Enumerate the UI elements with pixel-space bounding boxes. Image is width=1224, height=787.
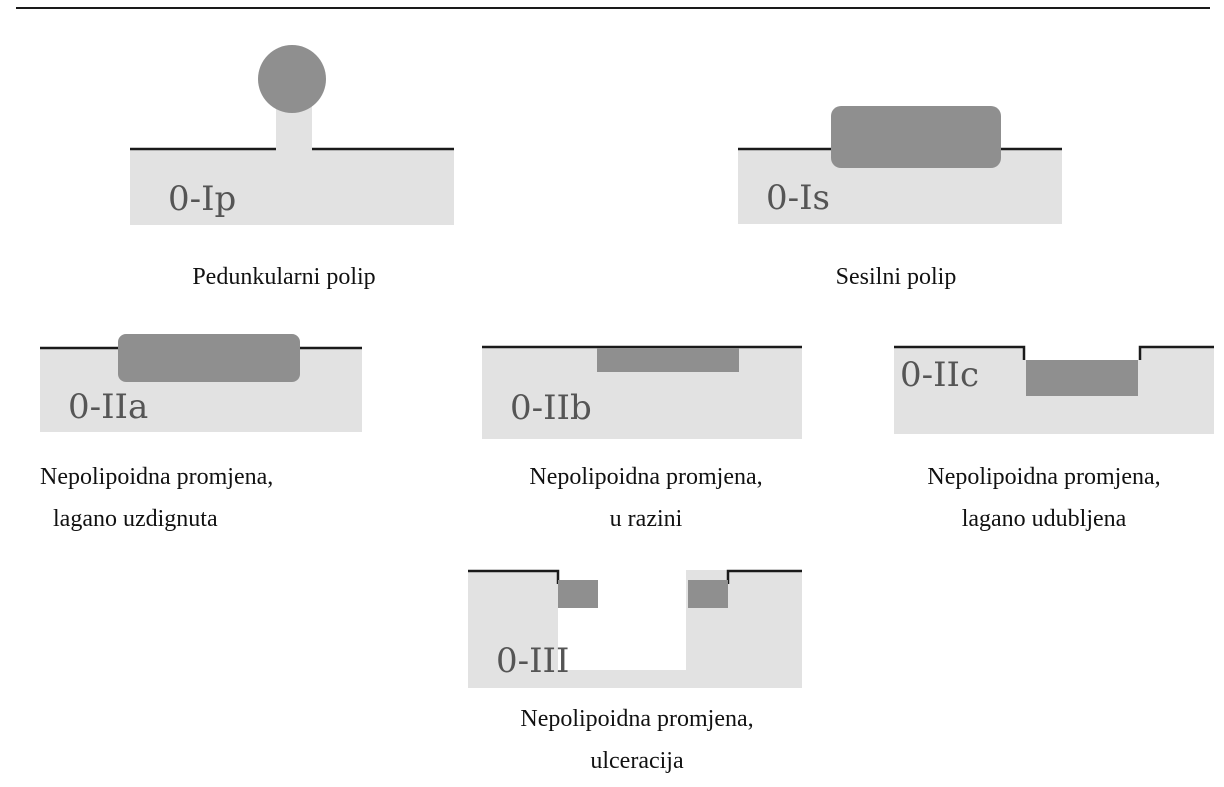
mucosa-line <box>726 569 802 584</box>
type-code: 0-IIa <box>68 387 148 427</box>
figure-0-iib: 0-IIb <box>482 344 812 439</box>
ulcer-edge-lesion <box>558 580 598 608</box>
figure-0-ip: 0-Ip <box>130 40 460 225</box>
flat-lesion <box>597 348 739 372</box>
caption-0-is: Sesilni polip <box>836 256 957 298</box>
type-code: 0-IIc <box>900 355 979 395</box>
tissue-block <box>130 148 454 225</box>
ulcer-edge-lesion <box>688 580 728 608</box>
polyp-head <box>258 45 326 113</box>
figure-0-is: 0-Is <box>738 104 1068 224</box>
mucosa-line <box>468 569 560 584</box>
caption-line: lagano uzdignuta <box>53 506 218 532</box>
caption-line: Nepolipoidna promjena, <box>520 706 754 732</box>
type-code: 0-Is <box>766 178 830 218</box>
sessile-lesion <box>831 106 1001 168</box>
figure-0-iii: 0-III <box>468 568 808 690</box>
figure-0-iic: 0-IIc <box>894 344 1224 439</box>
top-rule <box>16 7 1210 9</box>
caption-0-iib: Nepolipoidna promjena, u razini <box>529 456 762 540</box>
type-code: 0-Ip <box>168 179 236 219</box>
caption-line: Pedunkularni polip <box>192 264 376 290</box>
mucosa-line <box>1138 345 1214 360</box>
type-code: 0-IIb <box>510 388 592 428</box>
caption-0-iii: Nepolipoidna promjena, ulceracija <box>520 698 753 782</box>
elevated-lesion <box>118 334 300 382</box>
caption-line: u razini <box>609 506 683 532</box>
caption-0-iic: Nepolipoidna promjena, lagano udubljena <box>927 456 1160 540</box>
caption-line: ulceracija <box>590 748 684 774</box>
caption-line: Nepolipoidna promjena, <box>927 464 1161 490</box>
caption-0-ip: Pedunkularni polip <box>192 256 375 298</box>
caption-line: Nepolipoidna promjena, <box>40 464 274 490</box>
caption-0-iia: Nepolipoidna promjena, lagano uzdignuta <box>40 456 273 540</box>
type-code: 0-III <box>496 641 569 681</box>
caption-line: Sesilni polip <box>835 264 957 290</box>
figure-0-iia: 0-IIa <box>40 332 370 432</box>
caption-line: Nepolipoidna promjena, <box>529 464 763 490</box>
caption-line: lagano udubljena <box>961 506 1127 532</box>
depressed-lesion <box>1026 360 1138 396</box>
mucosa-line <box>894 345 1026 360</box>
